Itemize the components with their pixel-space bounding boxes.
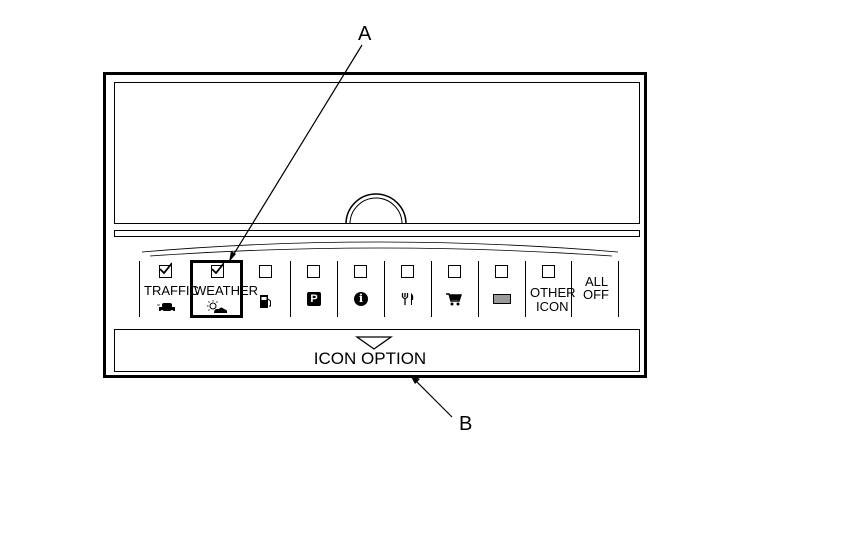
alloff-label-line2: OFF bbox=[583, 287, 609, 302]
gas-checkbox[interactable] bbox=[259, 265, 272, 278]
row-divider bbox=[290, 261, 291, 317]
icon-option-parking[interactable]: P bbox=[291, 258, 337, 318]
icon-option-traffic[interactable]: TRAFFIC bbox=[140, 258, 199, 318]
other-label-line2: ICON bbox=[536, 299, 569, 314]
icon-option-gas[interactable] bbox=[244, 258, 290, 318]
traffic-label: TRAFFIC bbox=[144, 283, 199, 298]
alloff-label-line1: ALL bbox=[585, 274, 609, 289]
weather-sun-cloud-icon bbox=[207, 300, 228, 313]
other-label-line1: OTHER bbox=[530, 285, 576, 300]
display-bezel bbox=[103, 72, 647, 378]
icon-option-shopping[interactable] bbox=[432, 258, 478, 318]
icon-option-all-off[interactable]: ALL OFF bbox=[572, 258, 618, 318]
gas-pump-icon bbox=[260, 295, 271, 308]
parking-icon: P bbox=[307, 292, 321, 306]
row-divider bbox=[384, 261, 385, 317]
callout-b-label: B bbox=[459, 413, 473, 435]
restaurant-icon bbox=[401, 293, 414, 305]
screen-knob-arc-inner bbox=[349, 197, 403, 225]
shopping-cart-icon bbox=[446, 293, 462, 306]
row-divider bbox=[431, 261, 432, 317]
check-icon bbox=[211, 262, 224, 275]
option-down-triangle bbox=[354, 336, 394, 350]
row-divider bbox=[571, 261, 572, 317]
callout-a-arrowhead bbox=[229, 251, 236, 262]
contour-line bbox=[141, 241, 619, 253]
info-icon: i bbox=[354, 292, 368, 306]
weather-selected-frame bbox=[190, 260, 243, 318]
row-divider bbox=[139, 261, 140, 317]
shopping-checkbox[interactable] bbox=[448, 265, 461, 278]
icon-option-restaurant[interactable] bbox=[385, 258, 431, 318]
icon-option-bar[interactable] bbox=[114, 329, 640, 372]
other-checkbox[interactable] bbox=[542, 265, 555, 278]
icon-option-weather[interactable]: WEATHER bbox=[192, 258, 258, 318]
icon-option-info[interactable]: i bbox=[338, 258, 384, 318]
row-divider bbox=[478, 261, 479, 317]
icon-option-label: ICON OPTION bbox=[313, 349, 427, 368]
icon-option-custom[interactable] bbox=[479, 258, 525, 318]
screen-knob-arc bbox=[345, 193, 407, 225]
row-divider bbox=[337, 261, 338, 317]
icon-option-other[interactable]: OTHER ICON bbox=[526, 258, 576, 318]
display-strip bbox=[114, 230, 640, 237]
custom-checkbox[interactable] bbox=[495, 265, 508, 278]
callout-a-label: A bbox=[358, 23, 372, 45]
traffic-checkbox[interactable] bbox=[159, 262, 172, 278]
grey-rectangle-icon bbox=[493, 294, 511, 304]
weather-label: WEATHER bbox=[194, 283, 259, 298]
parking-checkbox[interactable] bbox=[307, 265, 320, 278]
callout-a-leader bbox=[228, 44, 363, 263]
display-screen bbox=[114, 82, 640, 224]
traffic-car-icon bbox=[157, 303, 175, 313]
restaurant-checkbox[interactable] bbox=[401, 265, 414, 278]
row-divider bbox=[525, 261, 526, 317]
check-icon bbox=[159, 262, 172, 275]
row-divider bbox=[618, 261, 619, 317]
contour-line bbox=[149, 247, 613, 257]
info-checkbox[interactable] bbox=[354, 265, 367, 278]
weather-checkbox[interactable] bbox=[211, 262, 224, 278]
